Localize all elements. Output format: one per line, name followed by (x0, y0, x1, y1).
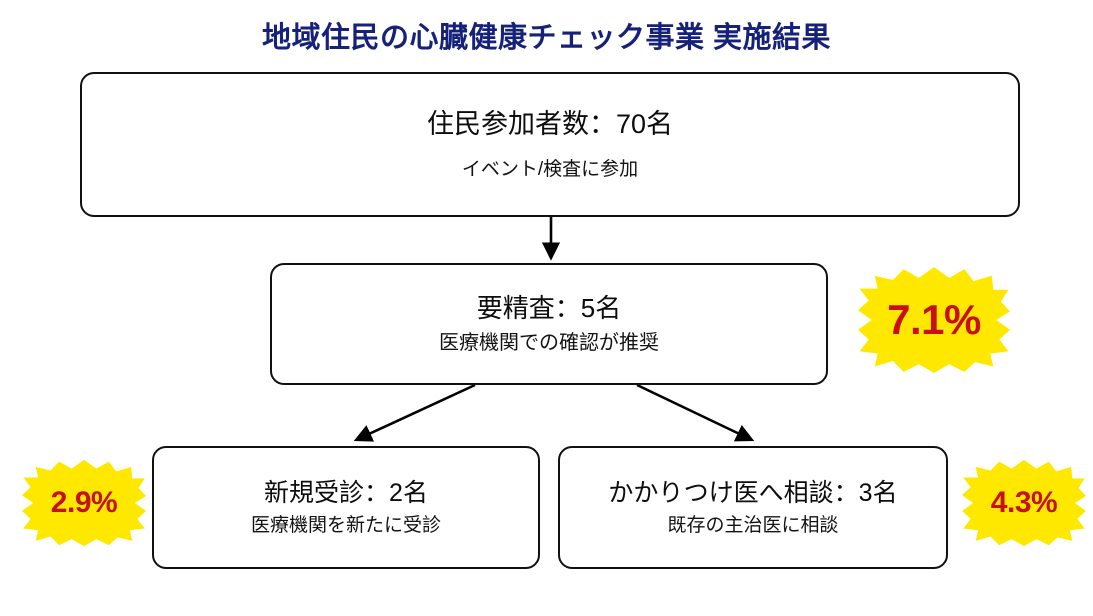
flow-node-new-visit: 新規受診：2名 医療機関を新たに受診 (152, 446, 540, 569)
page-title: 地域住民の心臓健康チェック事業 実施結果 (261, 22, 832, 54)
badge-family-doctor-rate-value: 4.3% (990, 486, 1058, 519)
flow-node-participants-title: 住民参加者数：70名 (426, 108, 674, 139)
flow-node-family-doctor-subtitle: 既存の主治医に相談 (667, 514, 839, 536)
flow-node-new-visit-subtitle: 医療機関を新たに受診 (250, 514, 441, 536)
starburst-icon (858, 267, 1010, 373)
flow-node-participants: 住民参加者数：70名 イベント/検査に参加 (80, 72, 1020, 217)
starburst-icon (962, 459, 1086, 547)
flow-node-new-visit-title: 新規受診：2名 (264, 478, 428, 507)
starburst-icon (22, 459, 146, 547)
flow-node-followup-title: 要精査：5名 (476, 293, 622, 324)
arrow-followup-to-family-doctor (636, 383, 755, 442)
badge-new-visit-rate: 2.9% (22, 459, 146, 547)
badge-followup-rate: 7.1% (858, 266, 1010, 374)
flow-node-family-doctor: かかりつけ医へ相談：3名 既存の主治医に相談 (558, 446, 948, 569)
badge-new-visit-rate-value: 2.9% (50, 486, 118, 519)
flow-node-participants-subtitle: イベント/検査に参加 (461, 158, 639, 180)
badge-family-doctor-rate: 4.3% (962, 459, 1086, 547)
flow-node-family-doctor-title: かかりつけ医へ相談：3名 (608, 478, 898, 507)
badge-followup-rate-value: 7.1% (887, 296, 981, 343)
flow-node-followup: 要精査：5名 医療機関での確認が推奨 (270, 263, 828, 385)
flow-node-followup-subtitle: 医療機関での確認が推奨 (439, 331, 659, 354)
arrow-followup-to-new-visit (353, 383, 476, 442)
